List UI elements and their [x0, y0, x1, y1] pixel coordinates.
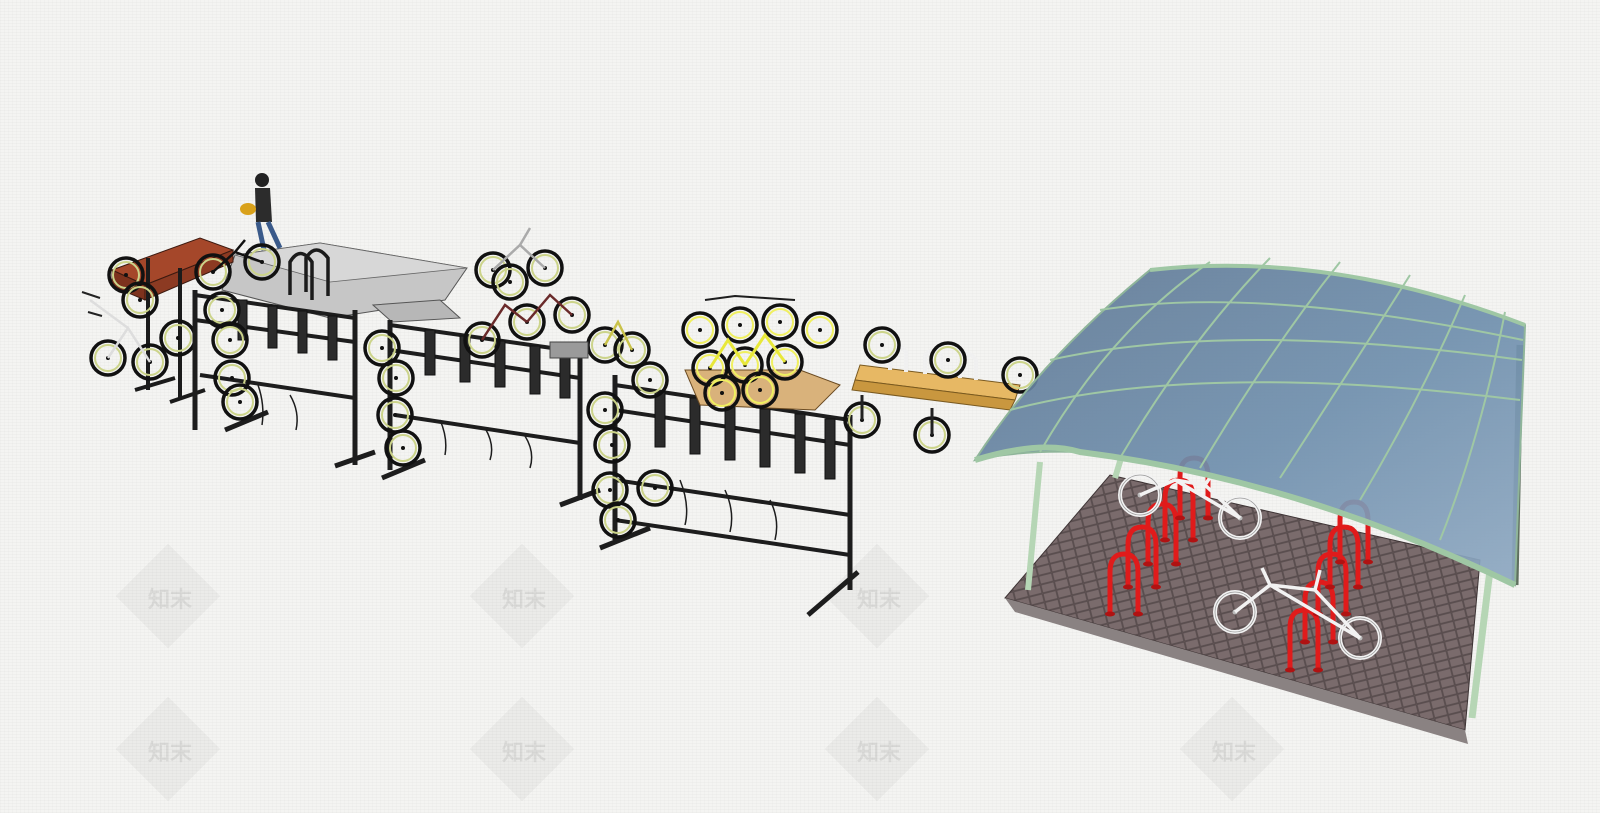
watermark-text: 知末	[1211, 741, 1256, 766]
pedestrian-figure	[240, 173, 283, 251]
watermark-text: 知末	[856, 741, 901, 766]
yellow-bike-rack	[681, 294, 841, 412]
watermark-text: 知末	[147, 741, 192, 766]
watermark-text: 知末	[501, 588, 546, 613]
watermark-text: 知末	[147, 588, 192, 613]
center-bike-cluster	[463, 227, 651, 369]
watermark-text: 知末	[501, 741, 546, 766]
gray-shelter-platform	[221, 242, 468, 323]
left-bike-stand	[81, 256, 206, 404]
watermark-text: 知末	[856, 588, 901, 613]
white-bike-2	[1213, 567, 1382, 660]
bike-being-walked	[194, 239, 281, 291]
wooden-hoop-rack	[843, 326, 1039, 454]
u-rack-gray	[288, 248, 330, 300]
vertical-rack-1	[192, 290, 376, 469]
canopy-shelter	[972, 257, 1527, 744]
